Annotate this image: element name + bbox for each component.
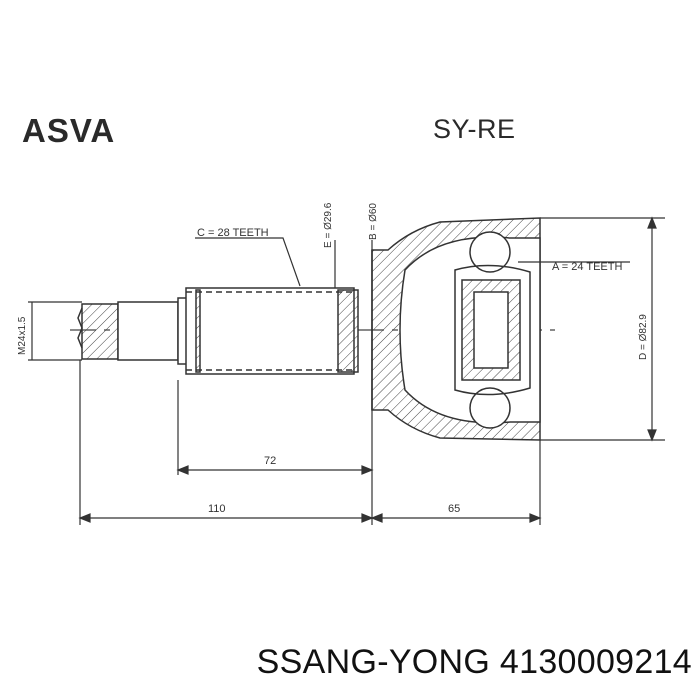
label-thread: M24x1.5 [17, 316, 28, 355]
label-seal-e: E = Ø29.6 [323, 202, 334, 248]
dim-d [540, 216, 665, 442]
label-outer-d: D = Ø82.9 [638, 314, 649, 360]
threaded-tip [77, 297, 189, 365]
dim-value-65: 65 [448, 503, 460, 515]
label-spline-a: A = 24 TEETH [552, 261, 622, 273]
label-seal-b: B = Ø60 [368, 203, 379, 240]
joint-balls [469, 231, 511, 429]
dim-value-72: 72 [264, 455, 276, 467]
splined-shaft [185, 287, 359, 375]
model-code: SY-RE [433, 114, 516, 144]
dim-value-110: 110 [208, 503, 226, 515]
label-spline-c: C = 28 TEETH [197, 227, 269, 239]
footer-caption: SSANG-YONG 4130009214 [256, 643, 692, 681]
leader-lines [195, 237, 630, 288]
brand-logo: ASVA [22, 112, 116, 149]
dim-thread [28, 301, 82, 361]
dim-horizontal [78, 360, 542, 525]
inner-race [454, 264, 531, 396]
